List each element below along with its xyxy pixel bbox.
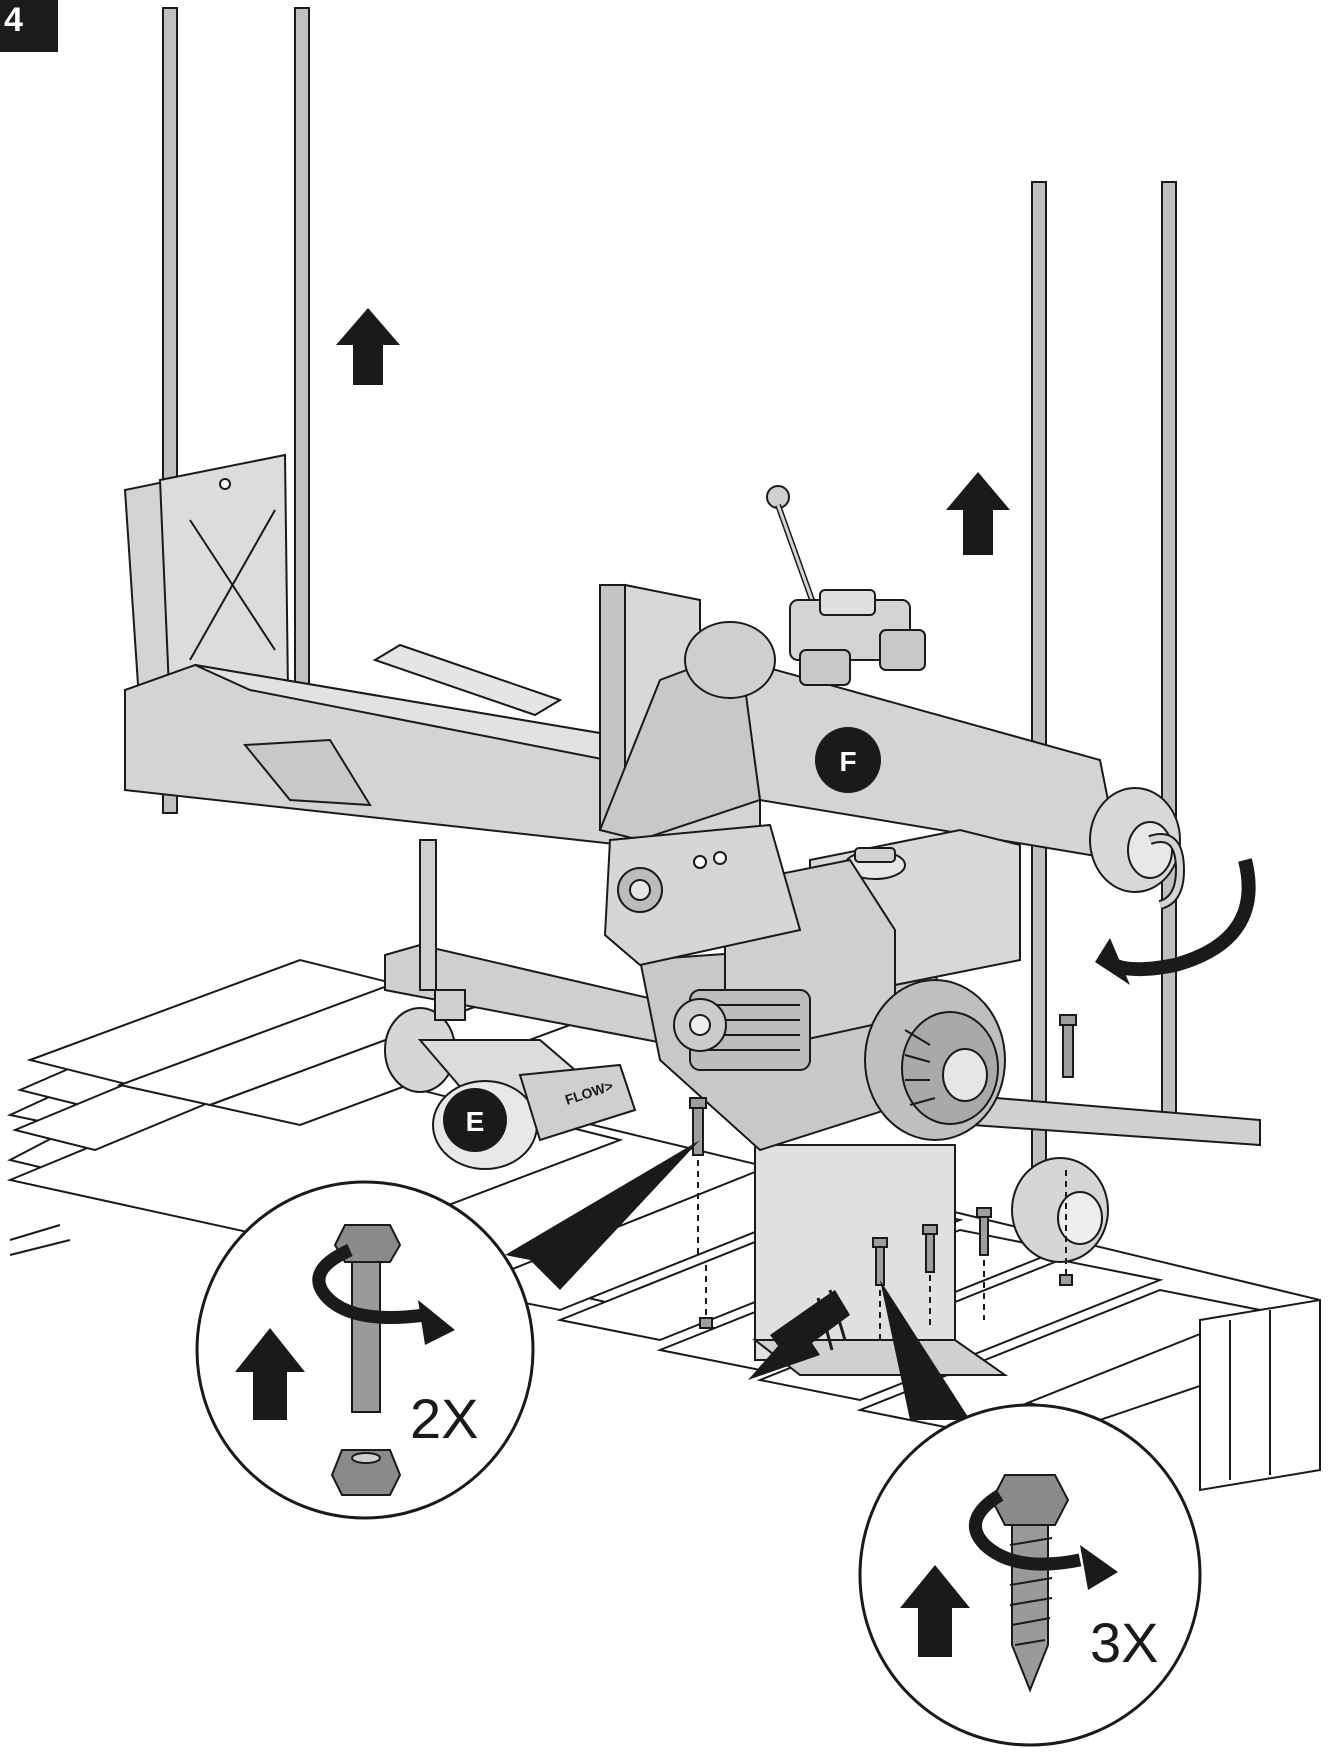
nut-left-loose [699, 1317, 713, 1329]
detail-screw-3x: 3X [858, 1280, 1202, 1747]
up-arrow-icon [946, 472, 1010, 555]
loose-hardware [689, 1014, 1077, 1345]
up-arrow-icon [235, 1328, 305, 1420]
lag-screw-3 [979, 1214, 989, 1256]
callout-f-label: F [839, 746, 856, 777]
rotate-arrow-icon [312, 1244, 455, 1345]
strap-right-b [1161, 181, 1177, 1133]
strap-left-b [294, 7, 310, 699]
detail-bolt-2x: 2X [195, 1140, 700, 1520]
up-arrow-icon [336, 308, 400, 385]
lag-screw-1 [875, 1244, 885, 1286]
step-number-badge: 4 [0, 0, 58, 52]
valve-lever-knob [766, 485, 790, 509]
lag-screw-2 [925, 1231, 935, 1273]
bolt-right-loose [1062, 1021, 1074, 1078]
bolt-left-loose [692, 1104, 704, 1156]
engine [603, 823, 1021, 1376]
strap-right-a [1031, 181, 1047, 1168]
hex-bolt-icon [333, 1224, 402, 1413]
rotate-arrow-icon [969, 1489, 1118, 1590]
callout-e: E [443, 1088, 507, 1152]
nut-right-loose [1059, 1274, 1073, 1286]
up-arrow-icon [900, 1565, 970, 1657]
bolt-quantity: 2X [410, 1387, 479, 1450]
rotate-arrow-icon [1095, 858, 1256, 985]
callout-e-label: E [466, 1106, 485, 1137]
hydraulic-cylinder [738, 658, 1122, 862]
remove-direction-arrow [748, 1289, 850, 1380]
hex-nut-icon [330, 1449, 402, 1496]
screw-quantity: 3X [1090, 1611, 1159, 1674]
callout-f: F [815, 727, 881, 793]
control-valve [766, 485, 926, 686]
lift-arrows [336, 308, 1010, 555]
